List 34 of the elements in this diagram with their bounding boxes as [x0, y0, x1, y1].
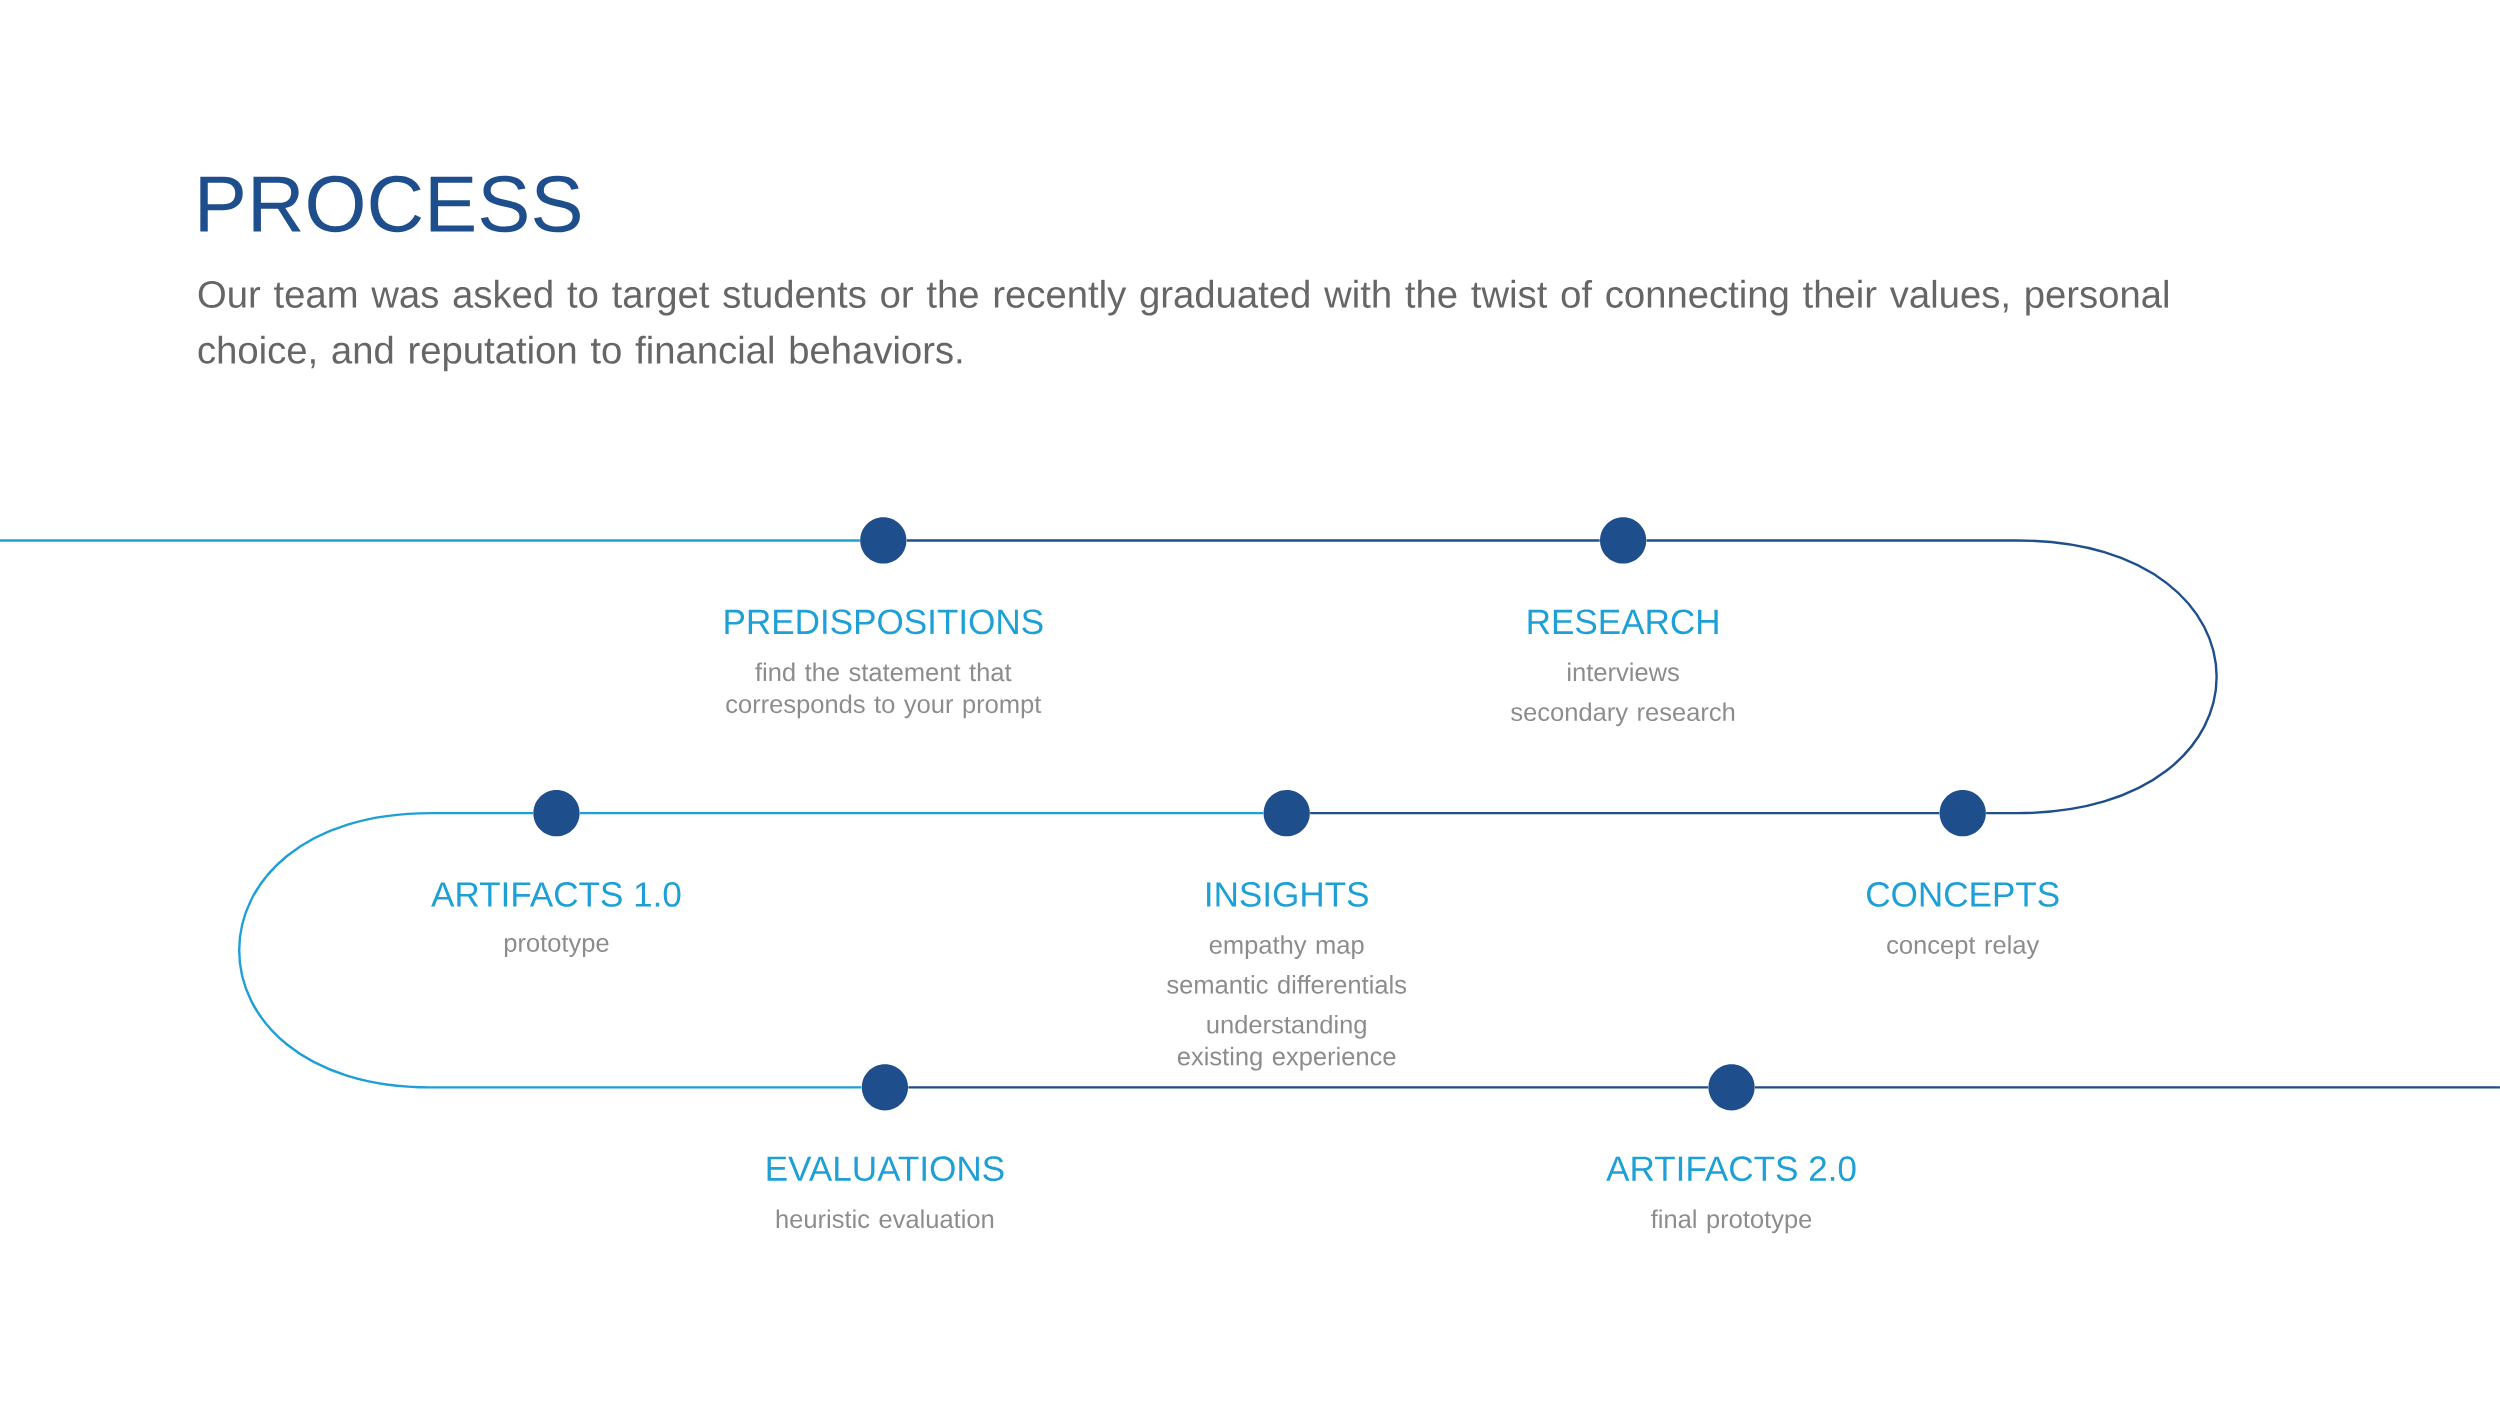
timeline-dot: [1263, 789, 1310, 837]
step-heading: CONCEPTS: [1867, 881, 2059, 907]
title: PROCESS: [200, 175, 580, 233]
step-description: heuristic evaluation: [776, 1209, 994, 1228]
timeline-line: [579, 811, 1264, 815]
step-description: interviews: [1568, 662, 1679, 682]
step-description: prototype: [504, 935, 609, 957]
step-heading: RESEARCH: [1528, 609, 1718, 635]
timeline-line: [238, 811, 862, 1089]
timeline-dot: [1600, 517, 1647, 564]
timeline-line: [1646, 539, 2218, 815]
timeline-line: [1310, 811, 1940, 815]
step-description: find the statement that corresponds to your prompt: [726, 662, 1042, 719]
step-description: concept relay: [1887, 935, 2040, 959]
step-description: final prototype: [1651, 1209, 1812, 1234]
step-heading: INSIGHTS: [1207, 881, 1368, 907]
timeline-line: [906, 539, 1600, 542]
timeline-line: [908, 1086, 1709, 1089]
step-description: semantic differentials: [1167, 974, 1407, 994]
step-description: empathy map: [1209, 935, 1364, 959]
intro-paragraph: Our team was asked to target students or the recently graduated with the twist of connecting their values, personal choice, and reputation to financial behaviors.: [198, 279, 2168, 372]
step-description: understanding existing experience: [1177, 1014, 1396, 1071]
timeline-dot: [533, 789, 580, 837]
step-heading: PREDISPOSITIONS: [725, 609, 1043, 635]
timeline-dot: [1939, 789, 1986, 837]
timeline-dot: [861, 1064, 908, 1111]
timeline-dot: [860, 517, 907, 564]
step-heading: ARTIFACTS 2.0: [1606, 1156, 1856, 1181]
timeline-dot: [1708, 1064, 1755, 1111]
step-heading: EVALUATIONS: [767, 1156, 1004, 1181]
step-description: secondary research: [1511, 702, 1735, 727]
timeline-line: [0, 539, 860, 542]
timeline-line: [1754, 1086, 2500, 1089]
step-heading: ARTIFACTS 1.0: [431, 881, 681, 907]
